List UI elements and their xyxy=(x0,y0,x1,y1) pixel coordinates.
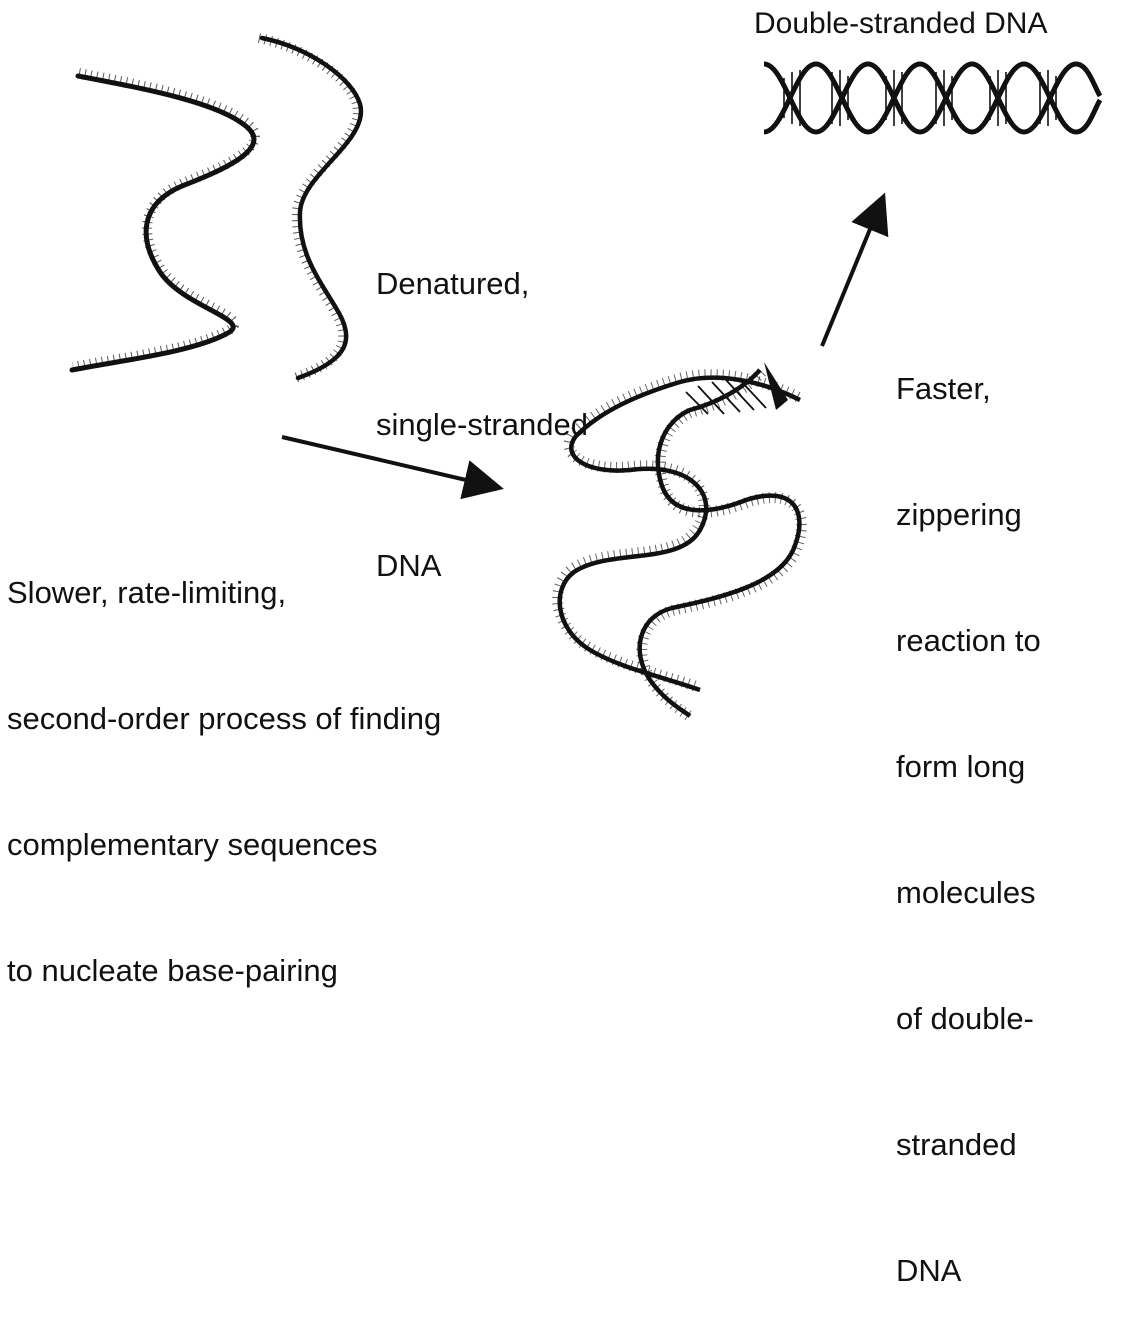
fast-line-5: molecules xyxy=(896,872,1041,914)
slow-line-4: to nucleate base-pairing xyxy=(7,950,441,992)
arrow-fast-icon xyxy=(822,200,882,346)
denatured-line-1: Denatured, xyxy=(376,260,588,307)
fast-line-2: zippering xyxy=(896,494,1041,536)
slow-process-label: Slower, rate-limiting, second-order proc… xyxy=(7,488,441,1034)
slow-line-1: Slower, rate-limiting, xyxy=(7,572,441,614)
fast-line-4: form long xyxy=(896,746,1041,788)
fast-line-7: stranded xyxy=(896,1124,1041,1166)
fast-line-1: Faster, xyxy=(896,368,1041,410)
single-strand-left-icon xyxy=(72,73,255,370)
double-stranded-dna-label: Double-stranded DNA xyxy=(754,6,1047,42)
denatured-line-2: single-stranded xyxy=(376,401,588,448)
fast-line-3: reaction to xyxy=(896,620,1041,662)
nucleating-dna-icon xyxy=(558,362,802,718)
slow-line-3: complementary sequences xyxy=(7,824,441,866)
fast-line-6: of double- xyxy=(896,998,1041,1040)
double-helix-icon xyxy=(764,64,1100,132)
slow-line-2: second-order process of finding xyxy=(7,698,441,740)
fast-process-label: Faster, zippering reaction to form long … xyxy=(896,284,1041,1334)
fast-line-8: DNA xyxy=(896,1250,1041,1292)
single-strand-right-icon xyxy=(259,38,361,378)
